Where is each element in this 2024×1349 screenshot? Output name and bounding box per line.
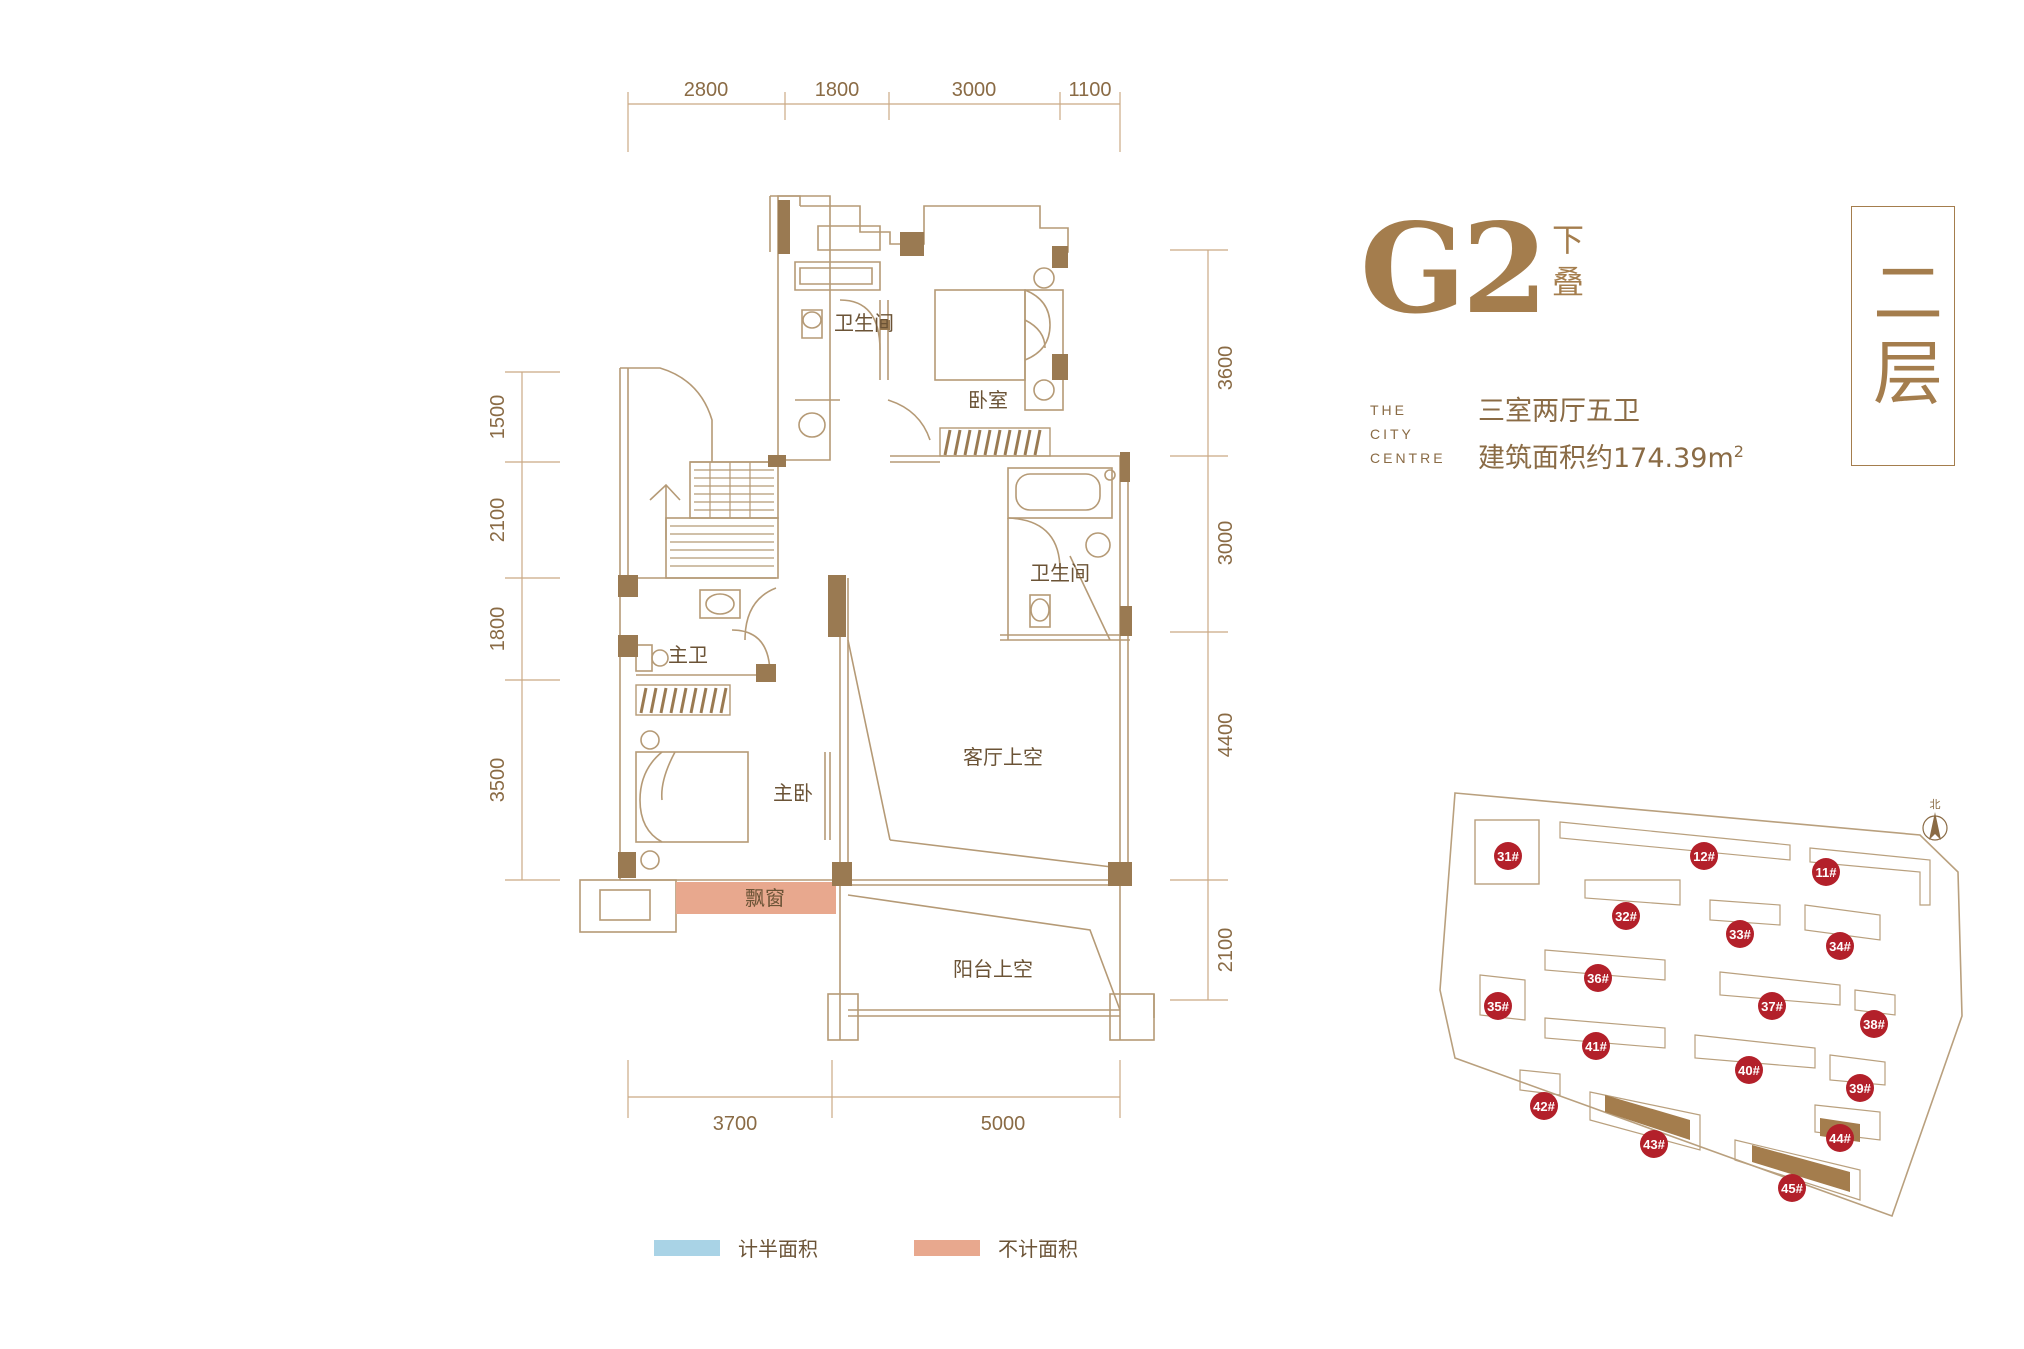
building-marker-43: 43# [1640,1130,1668,1158]
building-marker-32: 32# [1612,902,1640,930]
building-marker-label: 39# [1849,1081,1871,1096]
floor-label-box: 二层 [1851,206,1955,466]
room-master-bath: 主卫 [668,643,708,667]
dim-left-4: 3500 [487,758,509,803]
building-marker-45: 45# [1778,1174,1806,1202]
north-label: 北 [1930,798,1941,811]
building-marker-label: 43# [1643,1137,1665,1152]
room-labels: 卫生间 卧室 卫生间 主卫 主卧 客厅上空 飘窗 阳台上空 [668,311,1090,981]
dim-bottom-2: 5000 [981,1113,1026,1135]
dim-right-4: 2100 [1215,928,1237,973]
bay-window-area [676,882,836,914]
room-bedroom: 卧室 [968,388,1008,412]
layout-text: 三室两厅五卫 [1478,396,1640,427]
building-marker-35: 35# [1484,992,1512,1020]
room-master-bedroom: 主卧 [773,781,813,805]
building-marker-label: 40# [1738,1063,1760,1078]
dim-top-2: 1800 [815,79,860,101]
unit-title: G2 [1360,208,1548,332]
building-marker-11: 11# [1812,858,1840,886]
right-dimensions: 3600 3000 4400 2100 [1170,249,1237,1001]
legend-label-excluded: 不计面积 [998,1237,1078,1261]
room-bay-window: 飘窗 [745,886,785,910]
area-text: 建筑面积约174.39m [1478,443,1734,474]
floor-plan [579,195,1155,1041]
dim-right-3: 4400 [1215,713,1237,758]
building-marker-label: 37# [1761,999,1783,1014]
brand-block: THE CITY CENTRE [1370,398,1446,470]
legend-swatch-excluded [914,1240,980,1256]
building-markers: 31# 12# 11# 32# 33# 34# 36# 37# 35# 38# 41# 40# 39# 4… [1484,842,1888,1202]
building-marker-label: 32# [1615,909,1637,924]
room-living-void: 客厅上空 [963,745,1043,769]
north-arrow-icon: 北 [1922,798,1948,841]
building-marker-42: 42# [1530,1092,1558,1120]
area-line: 建筑面积约174.39m2 [1478,432,1744,479]
unit-sub-2: 叠 [1551,263,1584,301]
dim-left-2: 2100 [487,498,509,543]
unit-code: G2 [1360,197,1548,342]
building-marker-41: 41# [1582,1032,1610,1060]
brand-line-1: THE [1370,402,1407,418]
building-marker-44: 44# [1826,1124,1854,1152]
building-marker-label: 42# [1533,1099,1555,1114]
building-marker-label: 33# [1729,927,1751,942]
dim-top-4: 1100 [1068,79,1111,101]
dim-left-3: 1800 [487,607,509,652]
building-marker-label: 45# [1781,1181,1803,1196]
building-marker-40: 40# [1735,1056,1763,1084]
building-marker-34: 34# [1826,932,1854,960]
dim-right-1: 3600 [1215,346,1237,391]
dim-right-2: 3000 [1215,521,1237,566]
left-dimensions: 1500 2100 1800 3500 [487,371,560,881]
building-marker-label: 31# [1497,849,1519,864]
area-superscript: 2 [1733,442,1744,461]
room-bath-top: 卫生间 [834,311,894,335]
building-marker-39: 39# [1846,1074,1874,1102]
dim-top-1: 2800 [684,79,729,101]
unit-info: 三室两厅五卫 建筑面积约174.39m2 [1478,392,1744,479]
bottom-dimensions: 3700 5000 [627,1060,1121,1135]
top-dimensions: 2800 1800 3000 1100 [627,79,1121,152]
building-marker-37: 37# [1758,992,1786,1020]
building-marker-label: 11# [1816,865,1838,880]
building-marker-label: 34# [1829,939,1851,954]
brand-line-3: CENTRE [1370,450,1446,466]
dim-top-3: 3000 [952,79,997,101]
legend-swatch-half [654,1240,720,1256]
legend: 计半面积 不计面积 [654,1237,1078,1261]
building-marker-38: 38# [1860,1010,1888,1038]
building-marker-33: 33# [1726,920,1754,948]
room-balcony-void: 阳台上空 [953,957,1033,981]
building-marker-label: 41# [1585,1039,1607,1054]
dim-left-1: 1500 [487,395,509,440]
dim-bottom-1: 3700 [713,1113,758,1135]
building-marker-label: 35# [1487,999,1509,1014]
room-bath-right: 卫生间 [1030,561,1090,585]
building-marker-36: 36# [1584,964,1612,992]
building-marker-12: 12# [1690,842,1718,870]
floor-label: 二层 [1861,256,1944,416]
building-marker-label: 12# [1693,849,1715,864]
building-marker-label: 38# [1863,1017,1885,1032]
building-marker-label: 36# [1587,971,1609,986]
brand-line-2: CITY [1370,426,1414,442]
site-plan: 北 31# 12# 11# 32# 33# 34# 36# 37# 35# 38# 41# 40# 39… [1439,792,1963,1218]
unit-sub-1: 下 [1551,221,1584,259]
legend-label-half: 计半面积 [738,1237,818,1261]
building-marker-label: 44# [1829,1131,1851,1146]
building-marker-31: 31# [1494,842,1522,870]
unit-subtitle: 下 叠 [1548,220,1588,304]
